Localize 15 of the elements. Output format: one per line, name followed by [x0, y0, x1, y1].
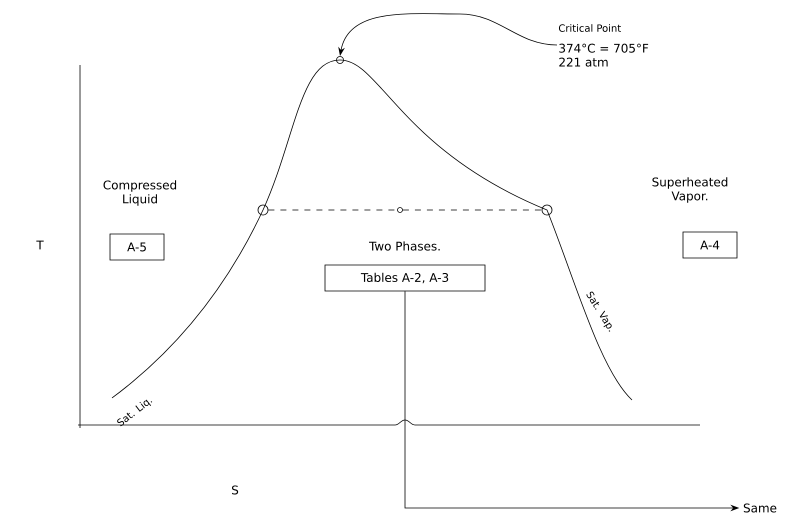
point-marker	[258, 204, 268, 216]
curve-label: Sat. Liq.	[117, 400, 152, 426]
point-marker	[542, 204, 552, 216]
axis-label: S	[232, 485, 238, 495]
axis-label: T	[36, 240, 44, 250]
callout-text: Critical Point 374°C = 705°F 221 atm	[558, 24, 648, 67]
region-label: Superheated Vapor.	[652, 177, 728, 203]
region-label: Compressed Liquid	[104, 180, 176, 206]
table-box: A-4	[682, 232, 738, 258]
table-box: A-5	[110, 234, 164, 260]
point-marker	[336, 56, 344, 64]
point-marker	[397, 207, 403, 213]
note-text: Same	[744, 503, 776, 513]
heading: Two Phases.	[369, 241, 440, 251]
table-box: Tables A-2, A-3	[324, 264, 486, 292]
